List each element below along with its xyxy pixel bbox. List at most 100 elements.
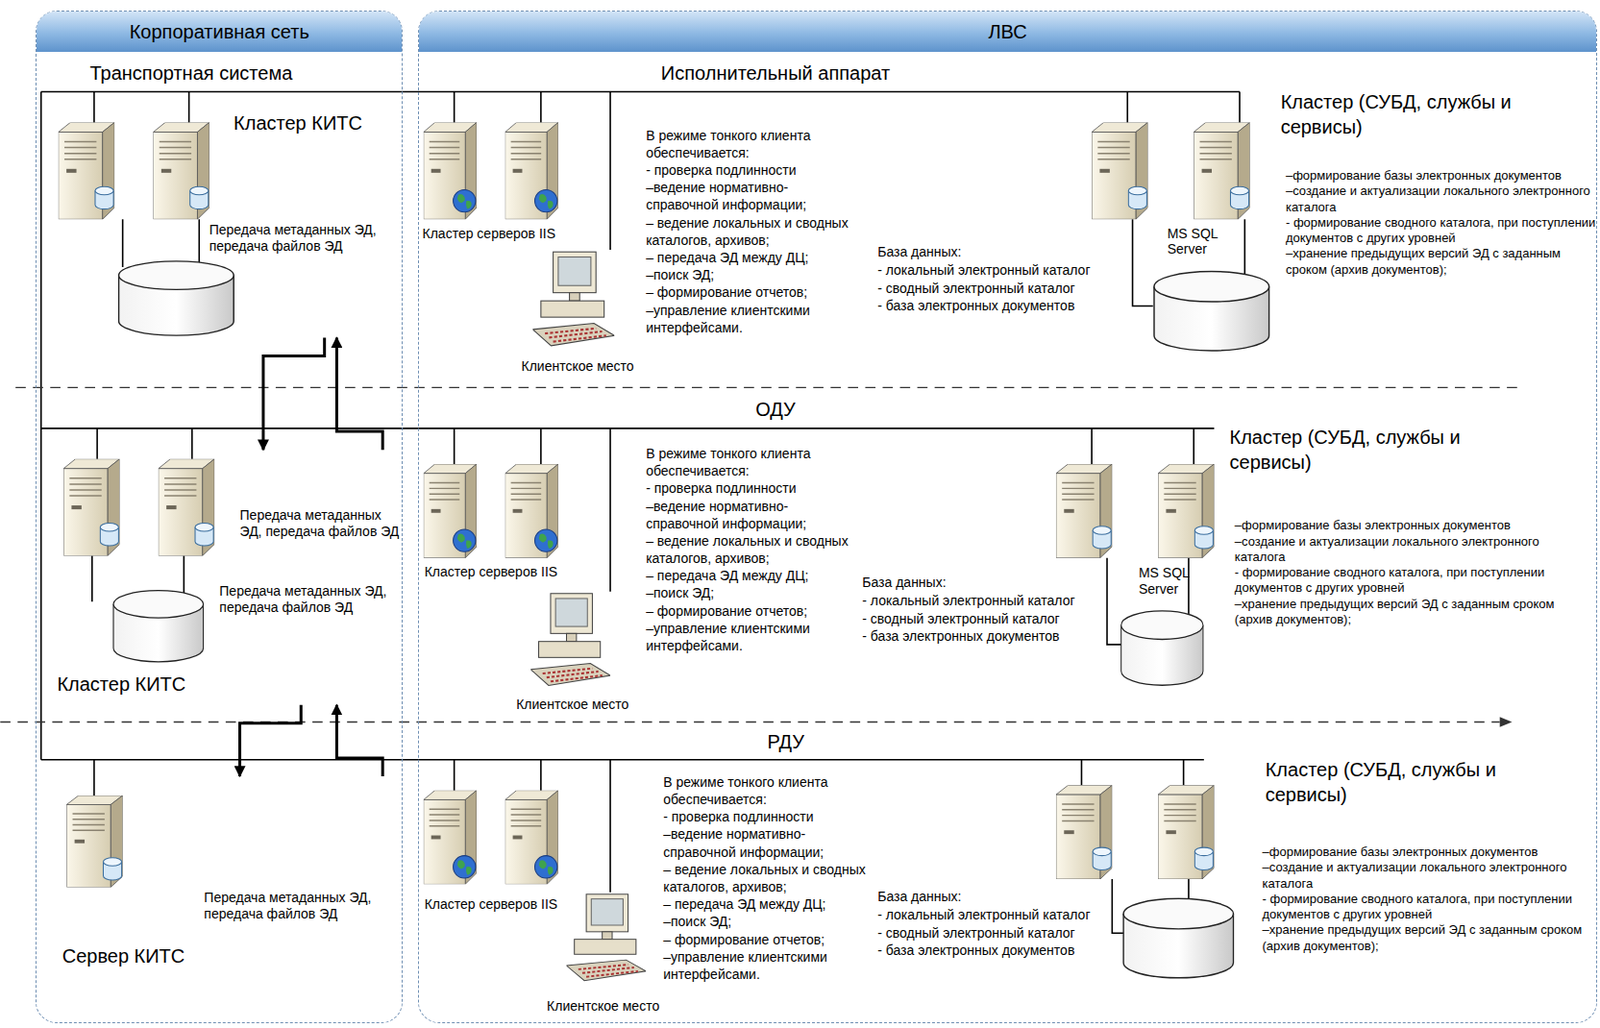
note-text: –управление клиентскими интерфейсами.: [645, 301, 861, 337]
server-group: Кластер серверов IIS: [418, 776, 593, 920]
note-text: – ведение локальных и сводных каталогов,…: [663, 861, 878, 896]
note-text: - локальный электронный каталог: [861, 591, 1117, 611]
note-text: - локальный электронный каталог: [877, 906, 1133, 925]
node-label: Кластер КИТС: [233, 111, 402, 135]
illustration-part: [1154, 271, 1270, 351]
server-group: MS SQL Server: [1052, 455, 1241, 696]
note-text: –ведение нормативно-справочной информаци…: [645, 497, 861, 533]
illustration-part: [505, 122, 559, 220]
illustration-part: [0, 721, 1500, 723]
note-text: - база электронных документов: [861, 627, 1117, 646]
note-text: –создание и актуализации локального элек…: [1262, 860, 1590, 892]
note-block: –формирование базы электронных документо…: [1234, 517, 1572, 628]
connector-label: Передача метаданных ЭД, передача файлов …: [219, 583, 401, 616]
note-text: - локальный электронный каталог: [877, 261, 1133, 280]
note-text: В режиме тонкого клиента обеспечивается:: [645, 444, 861, 480]
note-text: - формирование сводного каталога, при по…: [1285, 215, 1598, 247]
server-group: MS SQL Server: [1087, 113, 1277, 364]
note-text: –управление клиентскими интерфейсами.: [645, 619, 861, 655]
note-text: - проверка подлинности: [663, 808, 878, 826]
separator-arrowhead: [1500, 716, 1513, 728]
level-title: Исполнительный аппарат: [612, 61, 939, 85]
note-text: - сводный электронный каталог: [877, 924, 1133, 943]
note-text: –формирование базы электронных документо…: [1285, 168, 1598, 184]
note-text: –поиск ЭД;: [645, 266, 861, 284]
illustration-part: [1056, 785, 1112, 880]
illustration-part: [423, 790, 477, 886]
note-text: –хранение предыдущих версий ЭД с заданны…: [1234, 596, 1572, 629]
note-text: – формирование отчетов;: [663, 931, 878, 949]
illustration-part: [41, 428, 1215, 592]
note-text: - формирование сводного каталога, при по…: [1234, 565, 1572, 597]
note-text: –поиск ЭД;: [645, 584, 861, 602]
illustration-part: [92, 219, 1246, 934]
note-block: База данных:- локальный электронный ката…: [877, 243, 1133, 317]
server-group: Кластер КИТС: [51, 100, 404, 338]
illustration-part: [530, 593, 611, 687]
note-text: –формирование базы электронных документо…: [1262, 844, 1590, 861]
illustration-part: [1123, 898, 1233, 978]
note-text: – передача ЭД между ДЦ;: [645, 566, 861, 585]
illustration-part: [190, 186, 209, 209]
illustration-part: [95, 186, 114, 209]
server-group: Клиентское место: [516, 246, 660, 381]
note-text: - проверка подлинности: [645, 161, 861, 179]
node-label: MS SQL Server: [1138, 565, 1203, 598]
note-text: - сводный электронный каталог: [877, 279, 1133, 298]
illustration-part: [41, 760, 1205, 893]
note-text: - сводный электронный каталог: [861, 610, 1117, 629]
note-block: –формирование базы электронных документо…: [1262, 844, 1590, 955]
note-text: База данных:: [861, 573, 1117, 592]
illustration-part: [1056, 464, 1112, 559]
level-section: ОДУ: [40, 395, 1214, 723]
note-text: –хранение предыдущих версий ЭД с заданны…: [1285, 246, 1598, 278]
note-text: – формирование отчетов;: [645, 283, 861, 301]
note-text: - проверка подлинности: [645, 479, 861, 497]
illustration-part: [1230, 186, 1249, 209]
note-text: База данных:: [877, 887, 1133, 907]
note-text: –ведение нормативно-справочной информаци…: [645, 178, 861, 214]
note-text: – передача ЭД между ДЦ;: [663, 895, 878, 913]
illustration-part: [1157, 785, 1214, 880]
illustration-part: [1128, 186, 1147, 209]
illustration-part: [153, 122, 210, 220]
illustration-part: [99, 523, 119, 546]
level-section: РДУ: [40, 730, 1205, 1022]
data-transfer-arrow: [336, 705, 383, 777]
illustration-part: [1157, 464, 1214, 559]
illustration-part: [158, 459, 215, 557]
data-transfer-arrow: [336, 337, 383, 450]
illustration-part: [532, 251, 615, 346]
band-header: ЛВС: [418, 11, 1596, 52]
illustration-part: [66, 795, 123, 888]
node-label: Кластер серверов IIS: [422, 225, 587, 243]
node-label: Кластер серверов IIS: [424, 896, 589, 913]
note-block: База данных:- локальный электронный ката…: [861, 573, 1117, 647]
note-text: - база электронных документов: [877, 941, 1133, 960]
note-text: База данных:: [877, 243, 1133, 262]
node-label: Сервер КИТС: [62, 944, 267, 968]
note-block: Транспортная система: [89, 61, 355, 85]
illustration-part: [453, 529, 476, 552]
server-group: Кластер серверов IIS: [418, 102, 588, 247]
note-text: Кластер (СУБД, службы и сервисы): [1265, 757, 1573, 808]
note-text: - формирование сводного каталога, при по…: [1262, 891, 1590, 924]
note-text: –управление клиентскими интерфейсами.: [663, 948, 878, 984]
note-text: –создание и актуализации локального элек…: [1234, 534, 1572, 567]
server-group: Кластер серверов IIS: [418, 449, 593, 588]
illustration-part: [535, 856, 558, 879]
server-group: Клиентское место: [541, 888, 686, 1022]
level-title: ОДУ: [724, 397, 827, 421]
illustration-part: [535, 529, 558, 552]
note-text: В режиме тонкого клиента обеспечивается:: [645, 126, 861, 162]
note-block: Кластер (СУБД, службы и сервисы): [1280, 89, 1577, 140]
note-text: Кластер (СУБД, службы и сервисы): [1230, 424, 1537, 475]
note-block: –формирование базы электронных документо…: [1285, 168, 1598, 278]
note-text: – передача ЭД между ДЦ;: [645, 248, 861, 267]
server-icons: [58, 122, 1270, 981]
node-label: MS SQL Server: [1167, 225, 1231, 259]
note-block: Кластер (СУБД, службы и сервисы): [1265, 757, 1573, 808]
note-text: – формирование отчетов;: [645, 602, 861, 620]
note-text: - база электронных документов: [877, 296, 1133, 316]
